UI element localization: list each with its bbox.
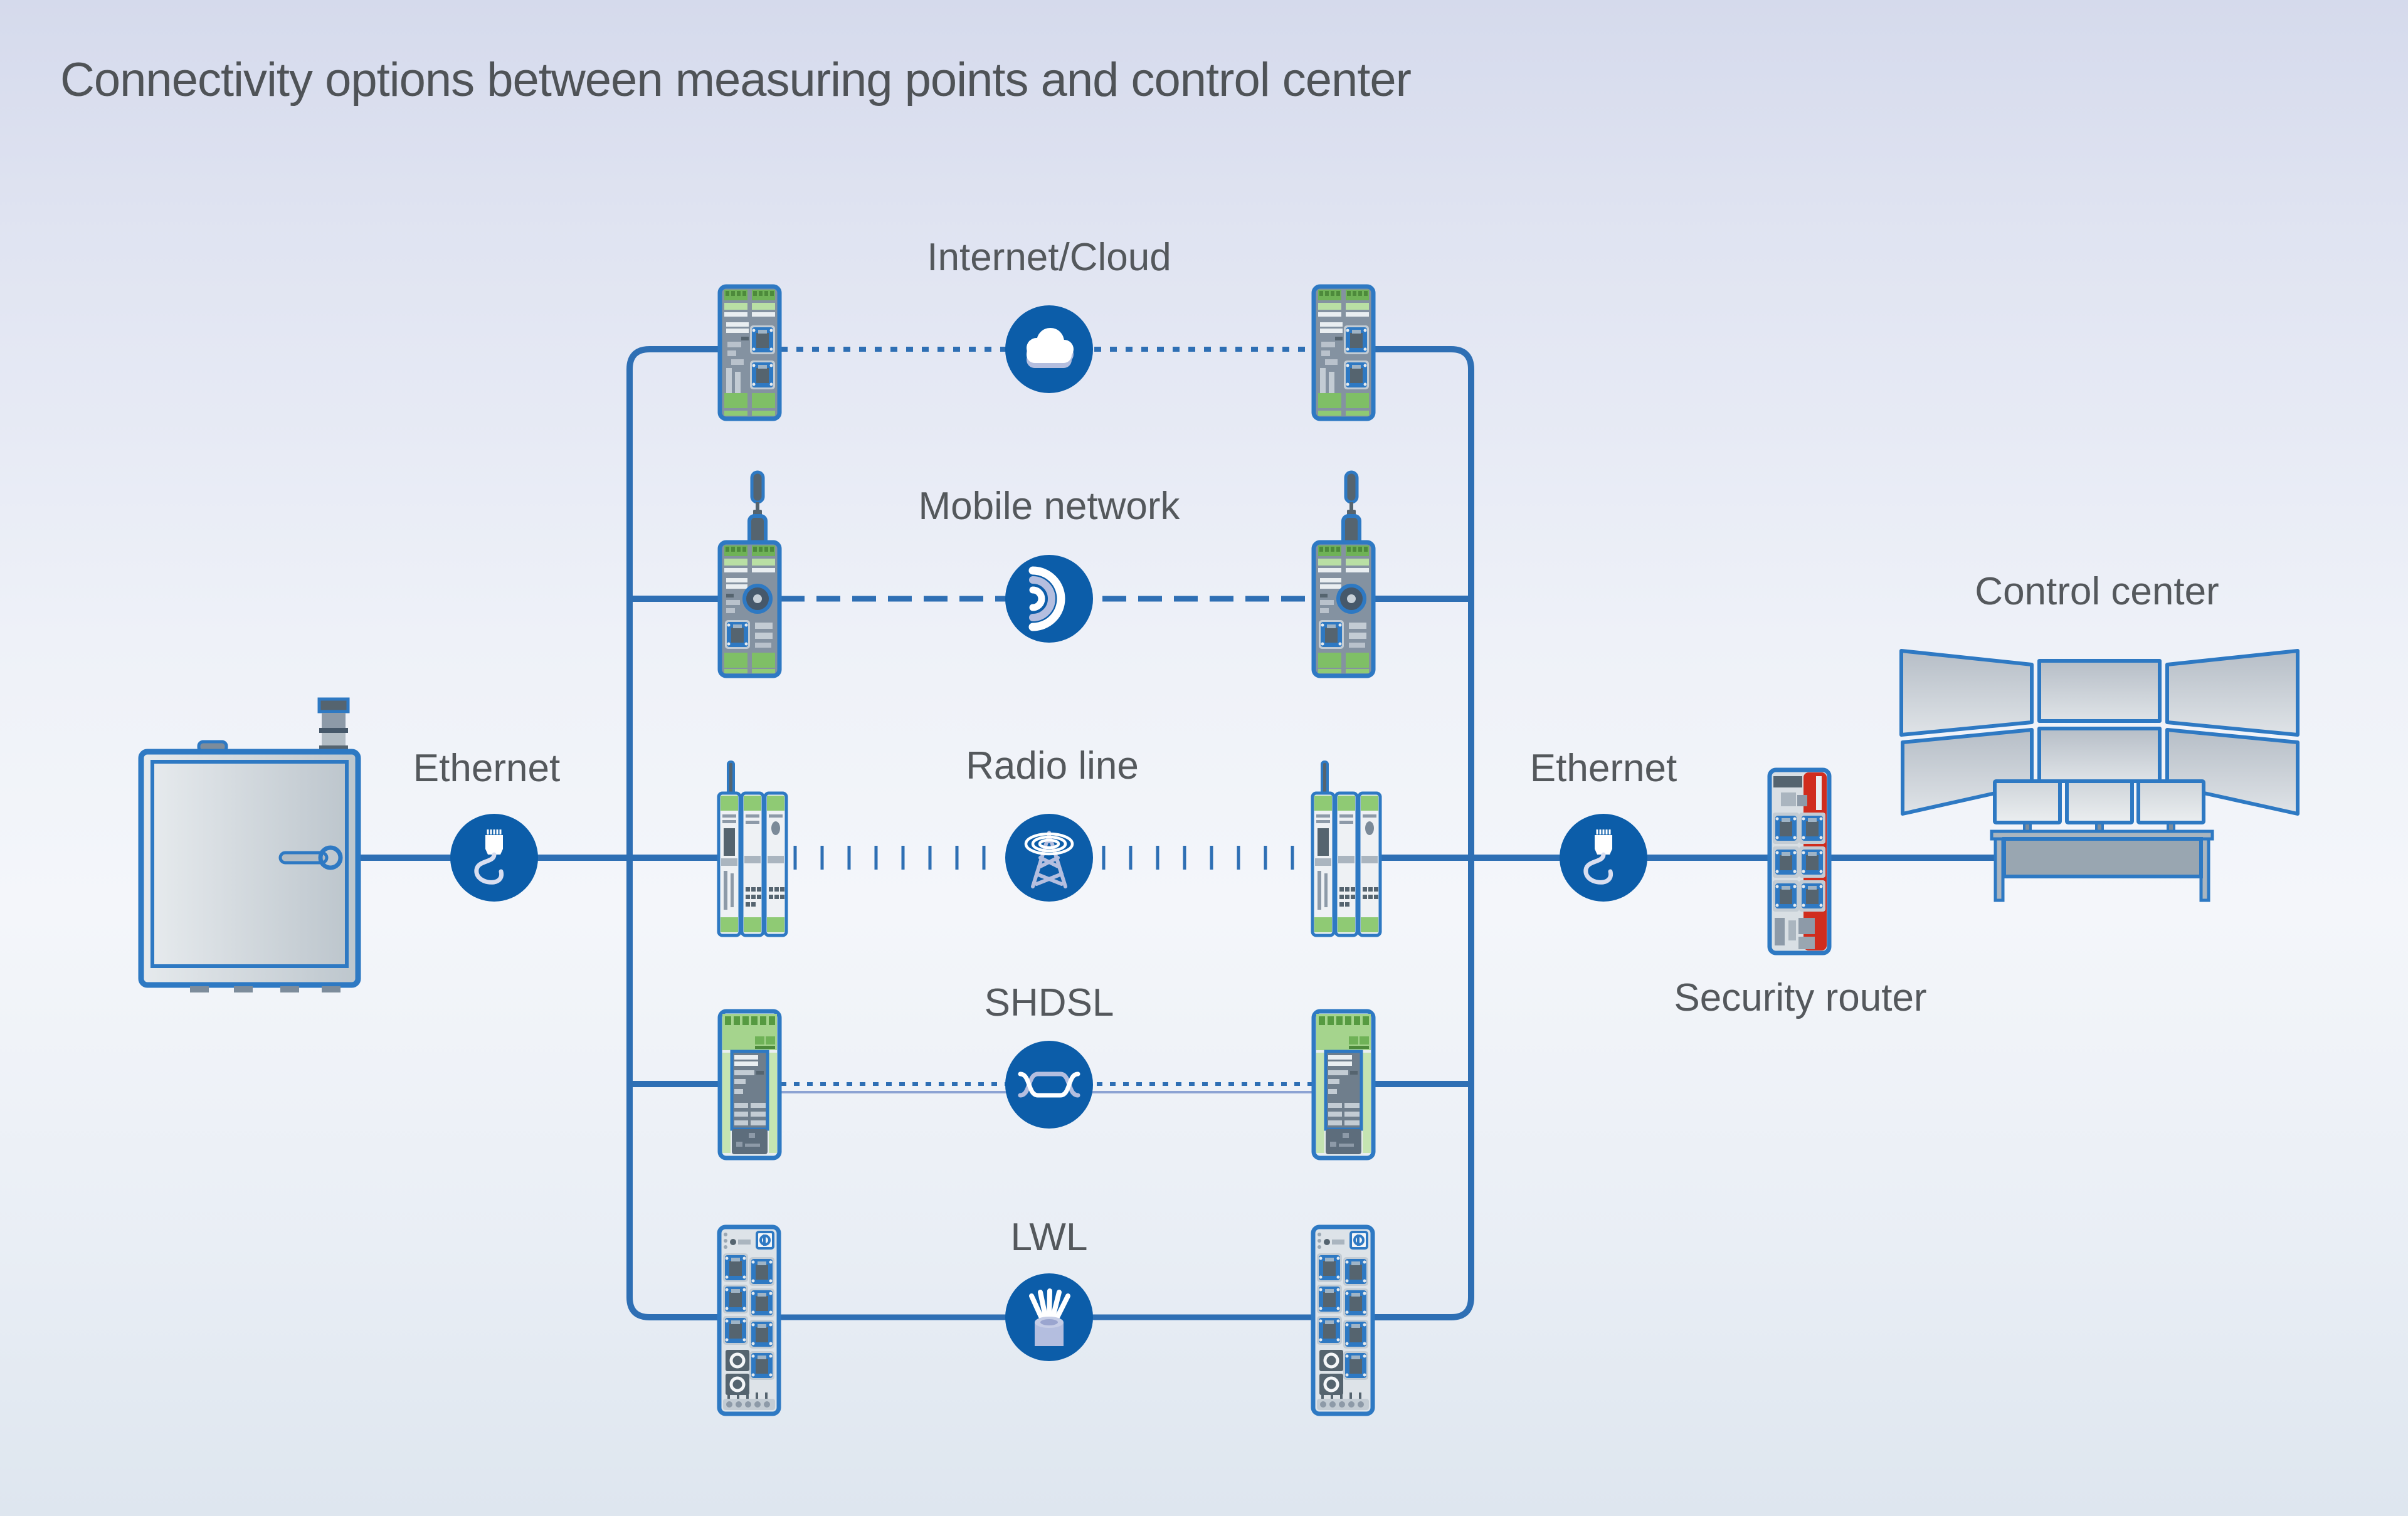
label-ethernet-right: Ethernet — [1529, 747, 1677, 790]
ethernet-plug-icon-left — [450, 814, 538, 902]
label-internet-cloud: Internet/Cloud — [927, 236, 1171, 279]
measuring-point-cabinet — [138, 697, 361, 992]
twisted-pair-icon — [1005, 1041, 1093, 1129]
radio-tick-line — [793, 846, 1294, 870]
label-radio-line: Radio line — [966, 744, 1139, 787]
label-shdsl: SHDSL — [984, 981, 1114, 1024]
cabinet-door-handle — [278, 851, 329, 865]
shdsl-modem-left — [720, 1011, 779, 1158]
right-bus-line — [1371, 346, 1474, 1320]
label-mobile-network: Mobile network — [918, 485, 1180, 528]
bus-lines — [626, 346, 1474, 1320]
desk-monitor — [1993, 779, 2062, 824]
cloud-icon — [1005, 305, 1093, 393]
radio-tower-icon — [1005, 814, 1093, 902]
video-wall — [1899, 649, 2300, 816]
mobile-signal-icon — [1005, 555, 1093, 643]
cabinet-mast — [317, 697, 350, 752]
desk-monitor — [2136, 779, 2205, 824]
label-control-center: Control center — [1975, 570, 2219, 613]
router-device-right — [1314, 287, 1373, 419]
radio-modules-left — [719, 762, 786, 935]
label-ethernet-left: Ethernet — [413, 747, 561, 790]
fiber-switch-left — [719, 1227, 779, 1414]
mobile-router-left — [720, 472, 779, 676]
fiber-switch-right — [1313, 1227, 1373, 1414]
desk-monitor — [2065, 779, 2134, 824]
page-title: Connectivity options between measuring p… — [60, 53, 1412, 107]
label-lwl: LWL — [1010, 1216, 1088, 1259]
label-security-router: Security router — [1674, 976, 1927, 1019]
operator-desk — [1990, 779, 2214, 902]
mobile-router-right — [1314, 472, 1373, 676]
security-router-device — [1767, 767, 1832, 955]
router-device-left — [720, 287, 779, 419]
ethernet-plug-icon-right — [1560, 814, 1647, 902]
fiber-optic-cable-icon — [1005, 1273, 1093, 1361]
shdsl-modem-right — [1314, 1011, 1373, 1158]
control-center-graphic — [1899, 649, 2300, 902]
radio-modules-right — [1312, 762, 1380, 935]
left-bus-line — [626, 346, 721, 1320]
